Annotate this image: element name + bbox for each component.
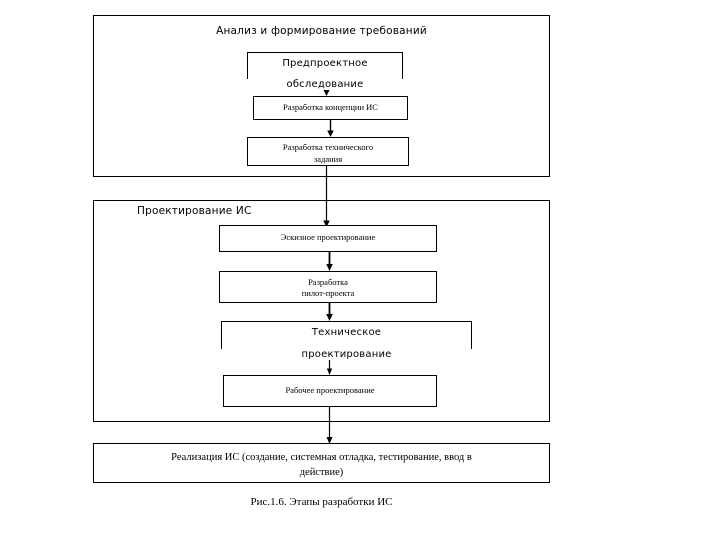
step-box-pilot-project bbox=[219, 271, 437, 303]
phase-container-design bbox=[93, 200, 550, 422]
step-label-technical-design-line2: проектирование bbox=[221, 349, 472, 360]
step-box-working-design bbox=[223, 375, 437, 407]
connector-concept-to-tech-assignment bbox=[326, 120, 335, 138]
connector-pilot-to-technical bbox=[325, 303, 334, 322]
step-box-sketch-design bbox=[219, 225, 437, 252]
step-label-concept: Разработка концепции ИС bbox=[283, 102, 378, 112]
step-label-presurvey-line1: Предпроектное bbox=[282, 58, 368, 69]
phase-title-design: Проектирование ИС bbox=[137, 205, 252, 217]
step-label-tech-assignment-line1: Разработка технического bbox=[282, 142, 374, 152]
step-label-sketch-design: Эскизное проектирование bbox=[280, 232, 376, 242]
step-label-realization-line1: Реализация ИС (создание, системная отлад… bbox=[171, 452, 472, 463]
step-box-tech-assignment bbox=[247, 137, 409, 166]
connector-design-to-implementation bbox=[325, 407, 334, 445]
step-label-pilot-project-line2: пилот-проекта bbox=[301, 288, 355, 298]
figure-caption: Рис.1.6. Этапы разработки ИС bbox=[250, 496, 393, 508]
step-box-concept bbox=[253, 96, 408, 120]
step-label-technical-design-line1: Техническое bbox=[311, 327, 382, 338]
step-label-working-design: Рабочее проектирование bbox=[285, 385, 375, 395]
phase-container-analysis bbox=[93, 15, 550, 177]
phase-title-analysis: Анализ и формирование требований bbox=[216, 25, 427, 37]
step-label-tech-assignment-line2: задания bbox=[313, 154, 343, 164]
step-label-realization-line2: действие) bbox=[299, 467, 344, 478]
connector-sketch-to-pilot bbox=[325, 252, 334, 272]
phase-container-implementation bbox=[93, 443, 550, 483]
step-label-presurvey-line2: обследование bbox=[247, 79, 403, 90]
connector-analysis-to-design bbox=[322, 166, 331, 228]
step-label-pilot-project-line1: Разработка bbox=[308, 277, 348, 287]
